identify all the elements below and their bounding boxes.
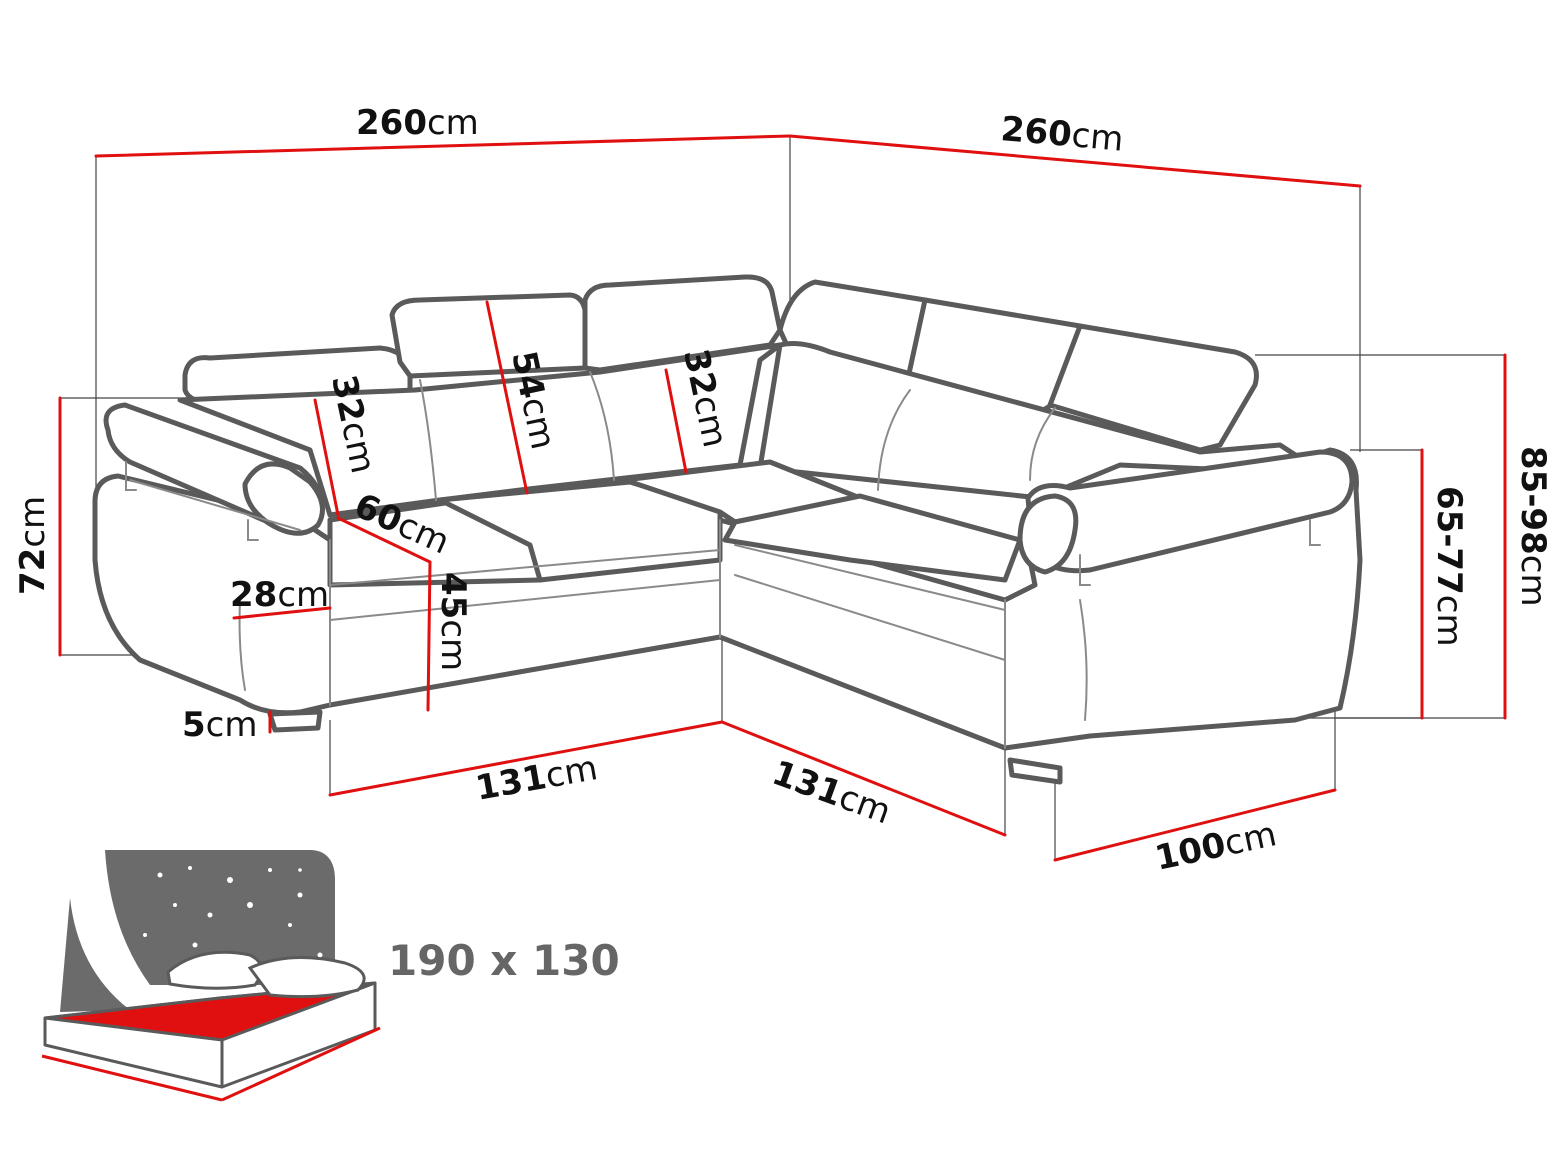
- star-icon: [93, 866, 323, 977]
- dim-line-headrest-mid: [485, 300, 529, 495]
- dimension-labels: 260cm 260cm 72cm 85-98cm 65-77cm 32cm 54…: [13, 103, 1553, 879]
- label-seat-left: 131cm: [473, 748, 601, 809]
- dim-line-headrest-left: [313, 398, 340, 517]
- label-seat-height: 45cm: [433, 572, 473, 671]
- dim-line-chaise: [1053, 788, 1337, 862]
- label-headrest-left: 32cm: [323, 372, 383, 477]
- pillow-icon: [166, 950, 366, 999]
- dim-line-seat-left: [328, 720, 724, 797]
- dim-line-headrest-right: [664, 368, 688, 474]
- sofa-outline: [92, 274, 1363, 785]
- label-leg: 5cm: [182, 705, 258, 745]
- label-armrest: 28cm: [230, 575, 329, 615]
- guide-lines: [60, 136, 1505, 860]
- dimension-lines: [58, 134, 1507, 862]
- bed-size-label: 190 x 130: [388, 936, 620, 985]
- dim-line-seat-right: [720, 720, 1007, 837]
- dim-line-seat-depth: [336, 516, 432, 564]
- label-width-left: 260cm: [356, 103, 479, 143]
- sofa-bed-icon: [41, 850, 381, 1102]
- dim-line-width-left: [94, 134, 792, 158]
- dim-line-seat-height: [426, 560, 432, 712]
- dim-line-armrest: [232, 606, 332, 620]
- label-chaise: 100cm: [1152, 814, 1280, 879]
- label-height-left: 72cm: [13, 496, 53, 595]
- label-headrest-right: 32cm: [675, 346, 735, 451]
- dim-line-width-right: [788, 134, 1362, 188]
- label-height-right-total: 85-98cm: [1513, 446, 1553, 607]
- label-width-right: 260cm: [999, 109, 1125, 160]
- label-height-right-armrest: 65-77cm: [1429, 486, 1469, 647]
